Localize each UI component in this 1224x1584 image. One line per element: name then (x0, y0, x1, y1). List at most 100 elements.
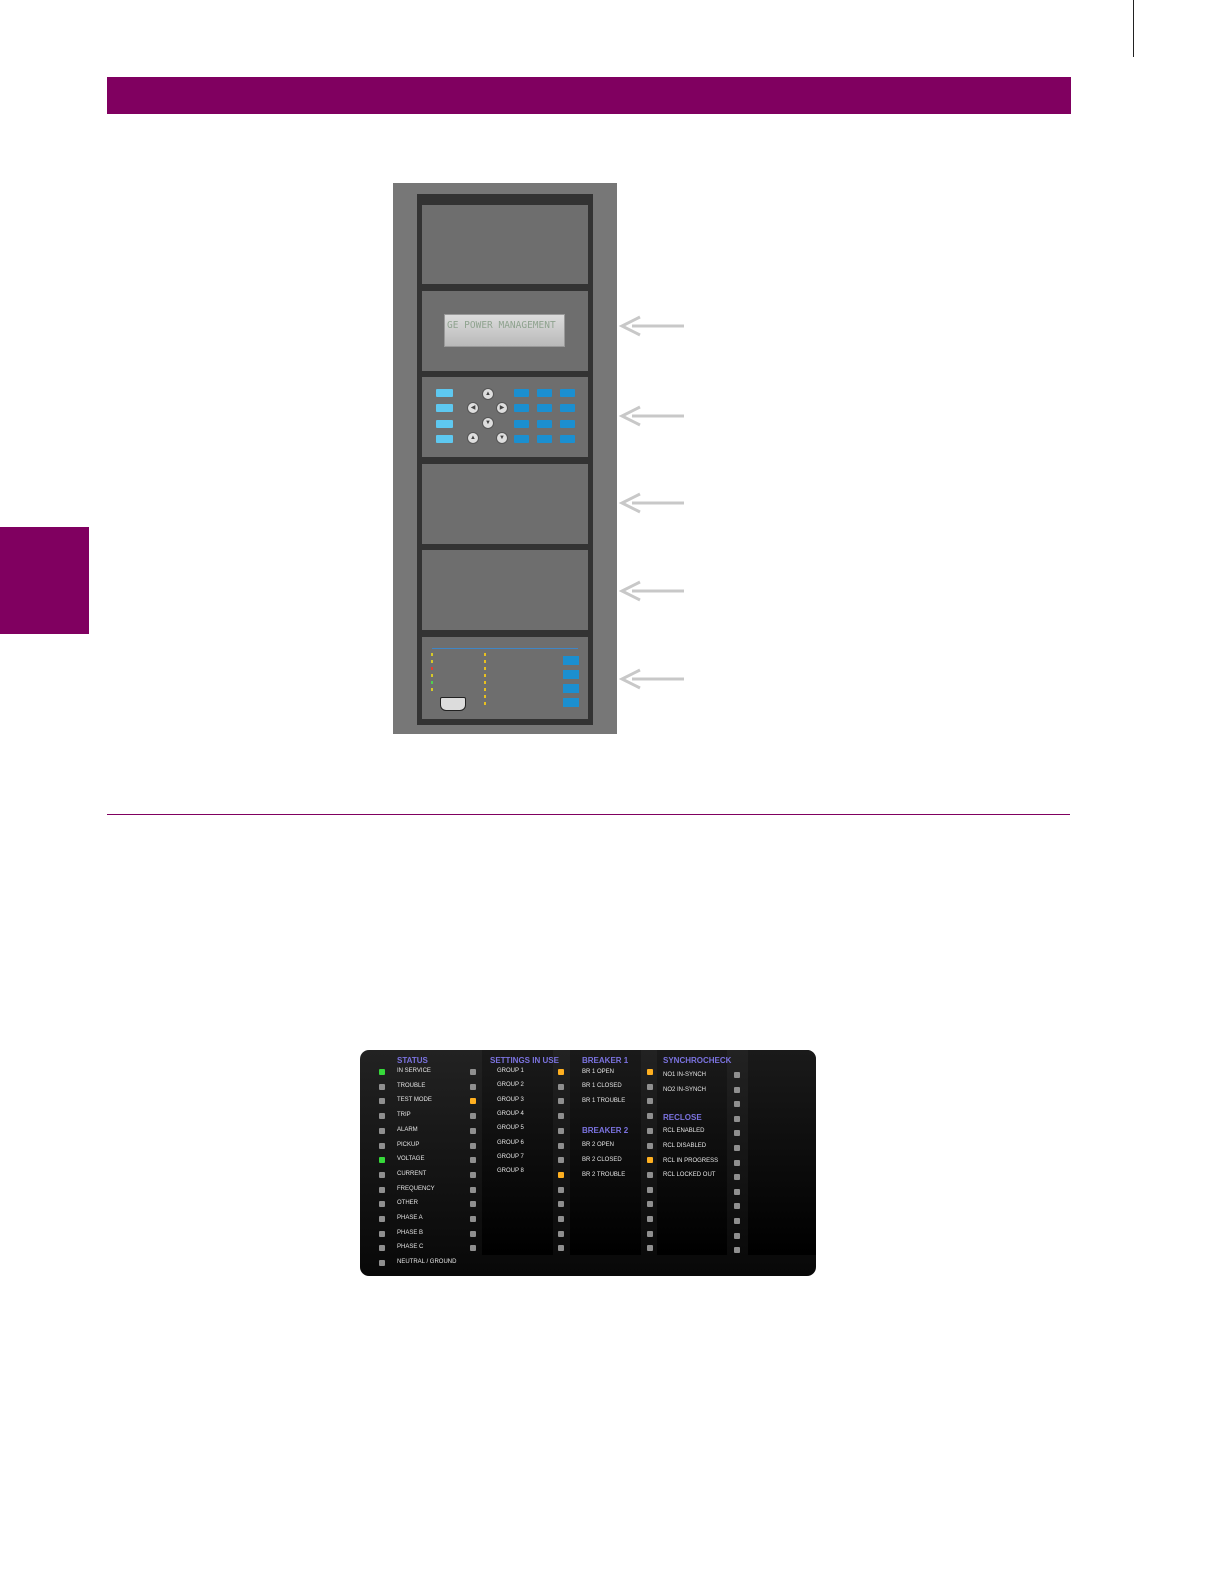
spare-led (734, 1159, 740, 1166)
spare-column-bg (748, 1050, 816, 1255)
breaker2-label: BR 2 TROUBLE (582, 1171, 626, 1178)
status-label: TRIP (397, 1112, 411, 1119)
keypad-key[interactable] (537, 420, 552, 428)
keypad-key[interactable] (514, 404, 529, 412)
status-label: PHASE C (397, 1244, 424, 1251)
event-led-column (484, 653, 486, 707)
breaker-column-bg (570, 1050, 641, 1255)
lcd-display-text: GE POWER MANAGEMENT (447, 320, 556, 331)
breaker-led (558, 1157, 564, 1164)
status-label: ALARM (397, 1126, 418, 1133)
serial-port-icon[interactable] (440, 697, 466, 711)
breaker-led (558, 1083, 564, 1090)
spare-led (734, 1115, 740, 1122)
left-arrow-icon[interactable]: ◀ (467, 402, 479, 414)
settings-label: GROUP 3 (497, 1096, 524, 1103)
down-arrow-icon[interactable]: ▼ (482, 417, 494, 429)
minus-button-icon[interactable]: ▼ (496, 432, 508, 444)
spare-led (734, 1145, 740, 1151)
plus-button-icon[interactable]: ▲ (467, 432, 479, 444)
keypad-key[interactable] (436, 389, 453, 397)
status-label: VOLTAGE (397, 1156, 425, 1163)
status-led (379, 1260, 385, 1267)
status-led (379, 1083, 385, 1090)
synchrocheck-label: NO2 IN-SYNCH (663, 1087, 707, 1093)
synch-led (647, 1171, 653, 1178)
user-key[interactable] (563, 670, 579, 679)
settings-led (470, 1113, 476, 1120)
breaker1-label: BR 1 OPEN (582, 1069, 615, 1075)
breaker2-label: BR 2 CLOSED (582, 1156, 622, 1163)
user-key[interactable] (563, 684, 579, 693)
settings-led (470, 1186, 476, 1193)
spare-led (734, 1174, 740, 1181)
breaker-led (558, 1069, 564, 1075)
status-led (379, 1127, 385, 1134)
spare-led (734, 1232, 740, 1239)
keypad-key[interactable] (537, 404, 552, 412)
status-led (379, 1157, 385, 1164)
synch-led (647, 1216, 653, 1222)
synch-led (647, 1201, 653, 1208)
breaker-led (558, 1201, 564, 1208)
settings-led (470, 1142, 476, 1149)
module-blank-top (422, 205, 588, 284)
arrow-left-icon (618, 580, 684, 602)
up-arrow-icon[interactable]: ▲ (482, 388, 494, 400)
keypad-key[interactable] (537, 389, 552, 397)
breaker-led (558, 1171, 564, 1178)
settings-led (470, 1171, 476, 1178)
status-led-red (431, 667, 433, 670)
status-label: TEST MODE (397, 1097, 432, 1104)
keypad-key[interactable] (436, 420, 453, 428)
lcd-display: GE POWER MANAGEMENT (444, 314, 565, 347)
arrow-left-icon (618, 492, 684, 514)
breaker2-header: BREAKER 2 (582, 1126, 629, 1135)
keypad-key[interactable] (436, 435, 453, 443)
status-led (379, 1245, 385, 1252)
header-bar (107, 77, 1071, 114)
breaker1-label: BR 1 TROUBLE (582, 1097, 626, 1104)
breaker-led (558, 1216, 564, 1222)
keypad-key[interactable] (514, 435, 529, 443)
settings-led (470, 1230, 476, 1237)
settings-led (470, 1216, 476, 1222)
settings-led (470, 1157, 476, 1164)
synchrocheck-header: SYNCHROCHECK (663, 1056, 732, 1065)
keypad-key[interactable] (514, 420, 529, 428)
status-label: TROUBLE (397, 1082, 426, 1089)
user-key[interactable] (563, 698, 579, 707)
synch-led (647, 1083, 653, 1090)
breaker-led (558, 1113, 564, 1120)
keypad-key[interactable] (537, 435, 552, 443)
arrow-left-icon (618, 315, 684, 337)
status-label: PICKUP (397, 1141, 420, 1148)
reclose-label: RCL LOCKED OUT (663, 1172, 716, 1179)
module-blank-lower (422, 550, 588, 630)
synchrocheck-label: NO1 IN-SYNCH (663, 1072, 707, 1078)
keypad-key[interactable] (560, 389, 575, 397)
spare-led (734, 1130, 740, 1137)
keypad-key[interactable] (560, 404, 575, 412)
right-arrow-icon[interactable]: ▶ (496, 402, 508, 414)
status-led (379, 1142, 385, 1149)
reclose-header: RECLOSE (663, 1113, 702, 1122)
keypad-key[interactable] (436, 404, 453, 412)
settings-label: GROUP 8 (497, 1168, 524, 1175)
status-led (379, 1186, 385, 1193)
synch-led (647, 1245, 653, 1252)
keypad-key[interactable] (560, 435, 575, 443)
breaker1-label: BR 1 CLOSED (582, 1083, 622, 1090)
keypad-key[interactable] (514, 389, 529, 397)
keypad-key[interactable] (560, 420, 575, 428)
settings-column-bg (482, 1050, 553, 1255)
status-label: NEUTRAL / GROUND (397, 1259, 457, 1266)
status-label: FREQUENCY (397, 1185, 435, 1192)
settings-label: GROUP 7 (497, 1153, 524, 1160)
reclose-label: RCL DISABLED (663, 1142, 707, 1149)
synch-led (647, 1127, 653, 1134)
status-header: STATUS (397, 1056, 428, 1065)
spare-led (734, 1218, 740, 1224)
user-key[interactable] (563, 656, 579, 665)
spare-led (734, 1101, 740, 1108)
